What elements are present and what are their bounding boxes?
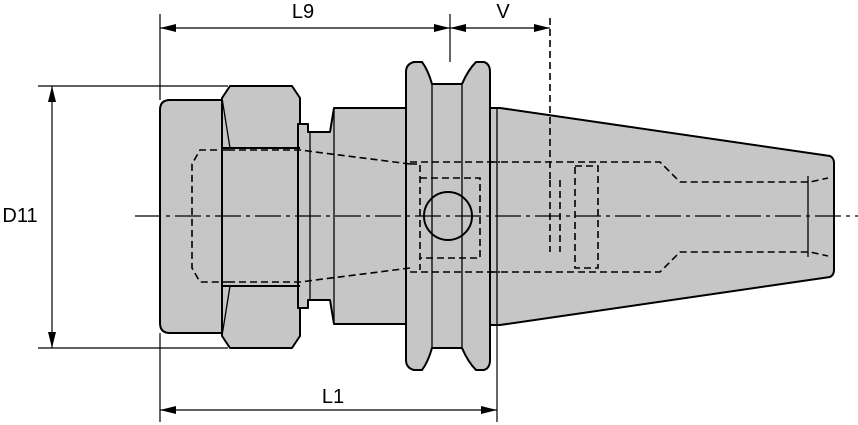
flange-bore-hidden bbox=[410, 161, 500, 273]
collet-taper-hidden-top bbox=[228, 149, 411, 165]
dimension-v bbox=[450, 24, 550, 32]
hex-nut bbox=[221, 85, 301, 349]
hex-facet-bottom bbox=[221, 285, 231, 349]
internal-bore-hidden bbox=[410, 163, 481, 270]
dimension-l1 bbox=[159, 325, 498, 422]
taper-bore-hidden-bottom bbox=[490, 251, 829, 273]
hex-facet-top bbox=[221, 85, 231, 149]
dimension-label-v: V bbox=[496, 1, 510, 23]
taper-bore-hidden-top bbox=[490, 161, 829, 183]
dimension-label-d11: D11 bbox=[2, 205, 37, 227]
collet-bore-hidden bbox=[191, 149, 228, 283]
dimension-label-l1: L1 bbox=[322, 386, 344, 408]
dimension-d11 bbox=[38, 85, 228, 349]
dimension-label-l9: L9 bbox=[292, 1, 314, 23]
collet-taper-hidden-bottom bbox=[228, 267, 411, 283]
dimension-l9 bbox=[159, 14, 451, 100]
